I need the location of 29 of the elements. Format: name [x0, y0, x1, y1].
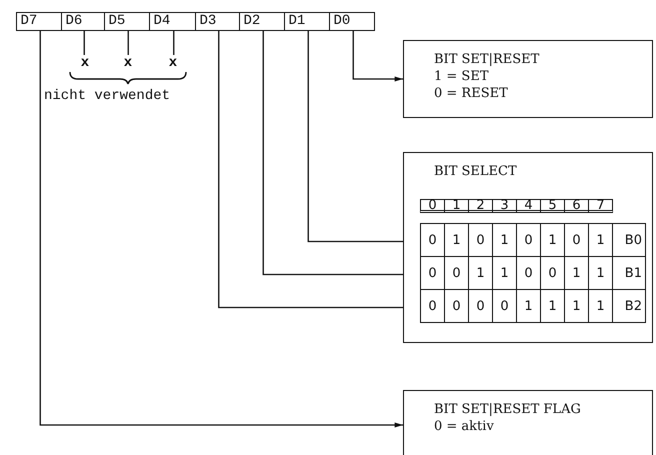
description-line: 1 = SET	[434, 68, 490, 85]
unused-mark: x	[121, 55, 135, 73]
description-line: 0 = RESET	[434, 85, 509, 102]
unused-mark: x	[166, 55, 180, 73]
register-bit-cell: D4	[148, 12, 196, 31]
register-bit-cell: D0	[328, 12, 375, 31]
description-box	[403, 40, 653, 118]
box-heading: BIT SET|RESET	[434, 51, 540, 68]
register-bit-cell: D2	[238, 12, 285, 31]
register-bit-cell: D6	[60, 12, 105, 31]
description-box	[403, 152, 653, 343]
box-heading: BIT SELECT	[434, 163, 518, 180]
description-box	[403, 390, 653, 455]
table-cell: 0	[420, 289, 445, 323]
note-text: nicht verwendet	[44, 88, 170, 104]
arrow	[352, 31, 403, 82]
register-bit-cell: D1	[284, 12, 330, 31]
table-cell: 4	[516, 199, 541, 213]
register-bit-cell: D7	[16, 12, 62, 31]
box-heading: BIT SET|RESET FLAG	[434, 401, 582, 418]
connector-line	[128, 31, 129, 55]
register-bit-cell: D3	[194, 12, 240, 31]
description-line: 0 = aktiv	[434, 418, 495, 435]
connector-line	[173, 31, 174, 55]
table-cell: B2	[612, 289, 646, 323]
arrow	[40, 31, 403, 428]
unused-mark: x	[78, 55, 92, 73]
register-bit-cell: D5	[104, 12, 150, 31]
connector-line	[84, 31, 85, 55]
